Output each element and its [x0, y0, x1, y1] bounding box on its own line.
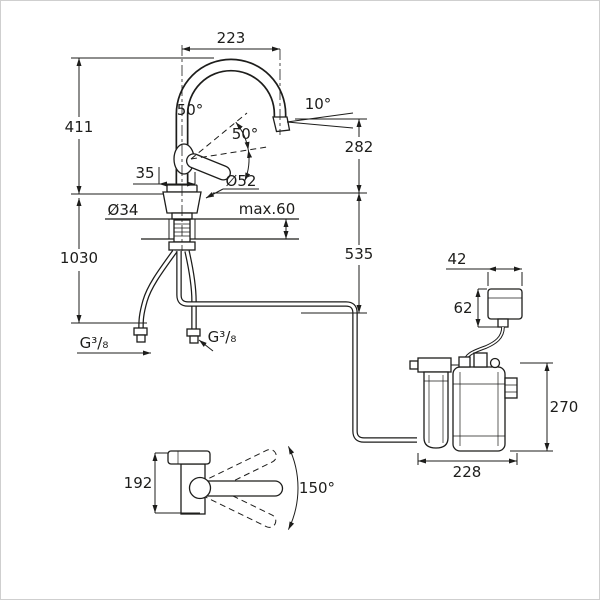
g-thread-right-label: G³/₈ — [208, 328, 237, 346]
angle-10-label: 10° — [305, 95, 332, 113]
dim-411-label: 411 — [65, 118, 94, 136]
spout-outline — [175, 58, 291, 189]
dim-62-label: 62 — [453, 299, 472, 317]
angle-50-lower-label: 50° — [232, 125, 259, 143]
handle-swing-ray-upper — [190, 112, 248, 160]
dia-52-label: Ø52 — [226, 172, 257, 190]
spout-outlet-tip — [272, 116, 291, 133]
cooler-valve — [489, 357, 501, 369]
swivel-position-upper — [200, 449, 277, 495]
outlet-angle-lines — [286, 112, 354, 129]
topview-spout — [200, 480, 284, 497]
dim-62: 62 — [453, 288, 498, 328]
hose-connector-left — [133, 327, 148, 336]
handle-lever — [185, 153, 231, 181]
countertop — [105, 218, 299, 251]
angle-150-label: 150° — [299, 479, 335, 497]
dim-192-label: 192 — [124, 474, 153, 492]
plug-prong — [497, 318, 509, 328]
dim-270-label: 270 — [550, 398, 579, 416]
dim-228: 228 — [417, 453, 518, 481]
dim-42-label: 42 — [447, 250, 466, 268]
dim-1030: 1030 — [60, 198, 147, 324]
g-thread-right-callout: G³/₈ — [198, 328, 237, 352]
filter-cooler-unit: 270 228 — [409, 352, 579, 481]
cooler-fitting-mid — [473, 352, 488, 368]
angle-labels: 50° 50° 10° — [177, 95, 332, 143]
handle-swing-ray-mid — [190, 146, 268, 160]
dimensions-front: 223 411 50° 50° 10° 282 35 — [60, 29, 374, 356]
dim-282: 282 — [295, 118, 374, 193]
faucet-front-view — [105, 45, 417, 443]
swivel-position-lower — [199, 482, 277, 528]
dim-35-label: 35 — [135, 164, 154, 182]
dim-228-label: 228 — [453, 463, 482, 481]
dim-35: 35 — [133, 164, 196, 187]
max-60-label: max.60 — [239, 200, 296, 218]
filter-cartridge — [423, 371, 449, 449]
swivel-arc — [287, 446, 299, 530]
wall-bracket — [504, 377, 518, 399]
dim-223-label: 223 — [217, 29, 246, 47]
handle — [173, 112, 268, 181]
top-view-swivel: 150° 192 — [124, 446, 335, 530]
cooler-body — [452, 366, 506, 452]
filter-head — [417, 357, 452, 373]
dim-411: 411 — [65, 57, 214, 195]
dim-192: 192 — [124, 452, 200, 514]
dim-535: 535 — [301, 193, 374, 314]
topview-lever — [167, 450, 211, 465]
dia-34-label: Ø34 — [108, 201, 139, 219]
dia-52-callout: Ø52 — [205, 172, 259, 199]
angle-50-upper-label: 50° — [177, 101, 204, 119]
filter-inlet-stub — [409, 360, 419, 370]
dim-282-label: 282 — [345, 138, 374, 156]
topview-pivot — [188, 476, 212, 500]
plug-body — [487, 288, 523, 320]
power-plug-unit: 42 62 — [446, 250, 523, 364]
dim-535-label: 535 — [345, 245, 374, 263]
cooler-fitting-left — [458, 356, 471, 368]
max-60-dim: max.60 — [239, 200, 296, 239]
dim-42: 42 — [446, 250, 523, 286]
handle-arc-upper — [235, 121, 250, 150]
dim-1030-label: 1030 — [60, 249, 98, 267]
handle-arc-lower — [244, 149, 253, 181]
dim-270: 270 — [510, 362, 579, 452]
hose-connector-right — [186, 328, 201, 337]
g-thread-left-callout: G³/₈ — [77, 334, 151, 356]
supply-hoses — [133, 249, 417, 443]
g-thread-left-label: G³/₈ — [80, 334, 109, 352]
dim-223: 223 — [182, 29, 280, 52]
